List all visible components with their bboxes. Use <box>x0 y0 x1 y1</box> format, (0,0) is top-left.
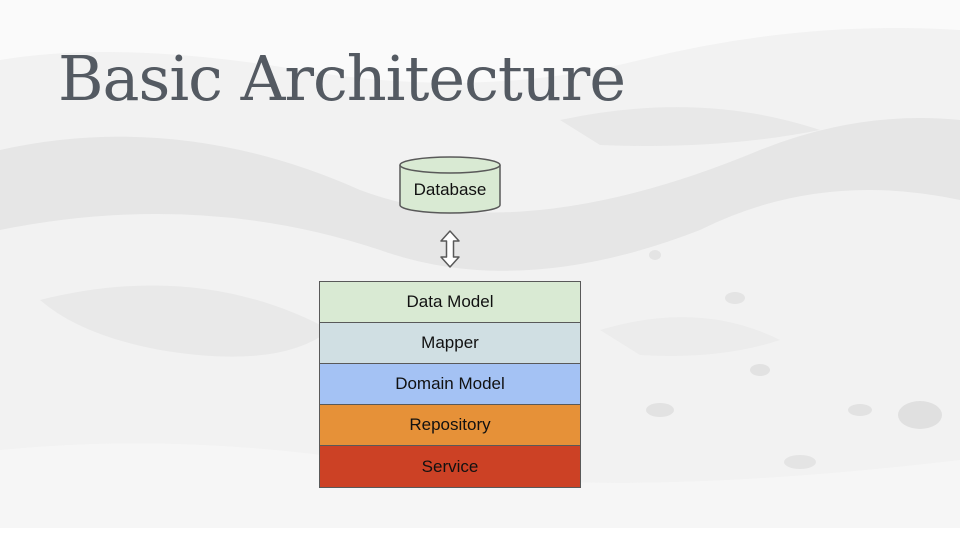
slide-title: Basic Architecture <box>58 42 626 115</box>
layer-mapper: Mapper <box>320 323 580 364</box>
layer-repository: Repository <box>320 405 580 446</box>
database-cylinder-icon <box>399 156 501 214</box>
layer-data-model: Data Model <box>320 282 580 323</box>
layer-domain-model: Domain Model <box>320 364 580 405</box>
bidirectional-arrow-icon <box>440 230 460 268</box>
database-node: Database <box>398 155 502 217</box>
database-label: Database <box>413 180 487 199</box>
layer-service: Service <box>320 446 580 487</box>
